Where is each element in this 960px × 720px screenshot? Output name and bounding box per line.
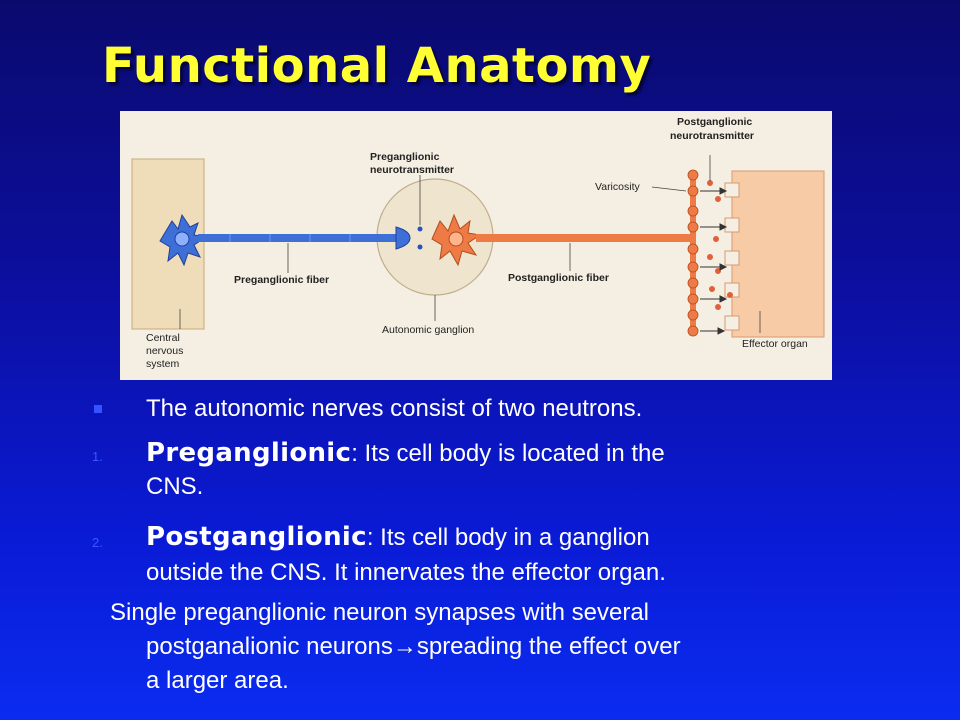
item1-line2: CNS.	[146, 473, 204, 500]
postganglionic-neurotransmitter-label-2: neurotransmitter	[670, 130, 754, 142]
autonomic-ganglion-label: Autonomic ganglion	[382, 324, 474, 336]
release-arrows	[700, 187, 728, 335]
postganglionic-nucleus	[448, 231, 464, 247]
postganglionic-neurotransmitter-dots	[707, 180, 733, 310]
effector-organ-label: Effector organ	[742, 338, 808, 350]
cns-label-1: Central	[146, 332, 180, 344]
bullet-intro: The autonomic nerves consist of two neut…	[146, 395, 643, 422]
item1-line1: Preganglionic: Its cell body is located …	[146, 438, 665, 469]
leader-lines	[179, 155, 761, 333]
note-line2: postganalionic neurons→spreading the eff…	[146, 632, 681, 662]
slide-title: Functional Anatomy	[102, 38, 652, 94]
preganglionic-neurotransmitter-label-1: Preganglionic	[370, 151, 440, 163]
item1-rest: : Its cell body is located in the	[351, 440, 665, 467]
item2-term: Postganglionic	[146, 522, 367, 552]
bullet-square-icon	[94, 405, 102, 413]
note-line2-a: postganalionic neurons	[146, 633, 393, 660]
item2-rest: : Its cell body in a ganglion	[366, 524, 650, 551]
varicosities	[687, 169, 699, 337]
note-line3: a larger area.	[146, 667, 289, 694]
autonomic-pathway-figure: Preganglionic neurotransmitter Postgangl…	[120, 111, 832, 380]
postganglionic-neurotransmitter-label-1: Postganglionic	[677, 116, 752, 128]
item1-term: Preganglionic	[146, 438, 352, 468]
cns-label-3: system	[146, 358, 180, 370]
preganglionic-fiber-label: Preganglionic fiber	[234, 274, 329, 286]
item2-number: 2.	[92, 535, 103, 550]
preganglionic-nucleus	[174, 231, 190, 247]
right-arrow-icon: →	[392, 633, 417, 660]
varicosity-label: Varicosity	[595, 181, 640, 193]
note-line1: Single preganglionic neuron synapses wit…	[110, 599, 649, 626]
item1-number: 1.	[92, 449, 103, 464]
cns-label-2: nervous	[146, 345, 183, 357]
autonomic-pathway-diagram: Preganglionic neurotransmitter Postgangl…	[120, 111, 832, 380]
preganglionic-vesicles	[417, 226, 423, 250]
preganglionic-myelin	[229, 234, 351, 242]
preganglionic-neurotransmitter-label-2: neurotransmitter	[370, 164, 454, 176]
note-line2-b: spreading the effect over	[416, 633, 681, 660]
item2-line1: Postganglionic: Its cell body in a gangl…	[146, 522, 650, 553]
item2-line2: outside the CNS. It innervates the effec…	[146, 559, 666, 586]
postganglionic-fiber-label: Postganglionic fiber	[508, 272, 609, 284]
effector-organ-block	[731, 170, 825, 338]
